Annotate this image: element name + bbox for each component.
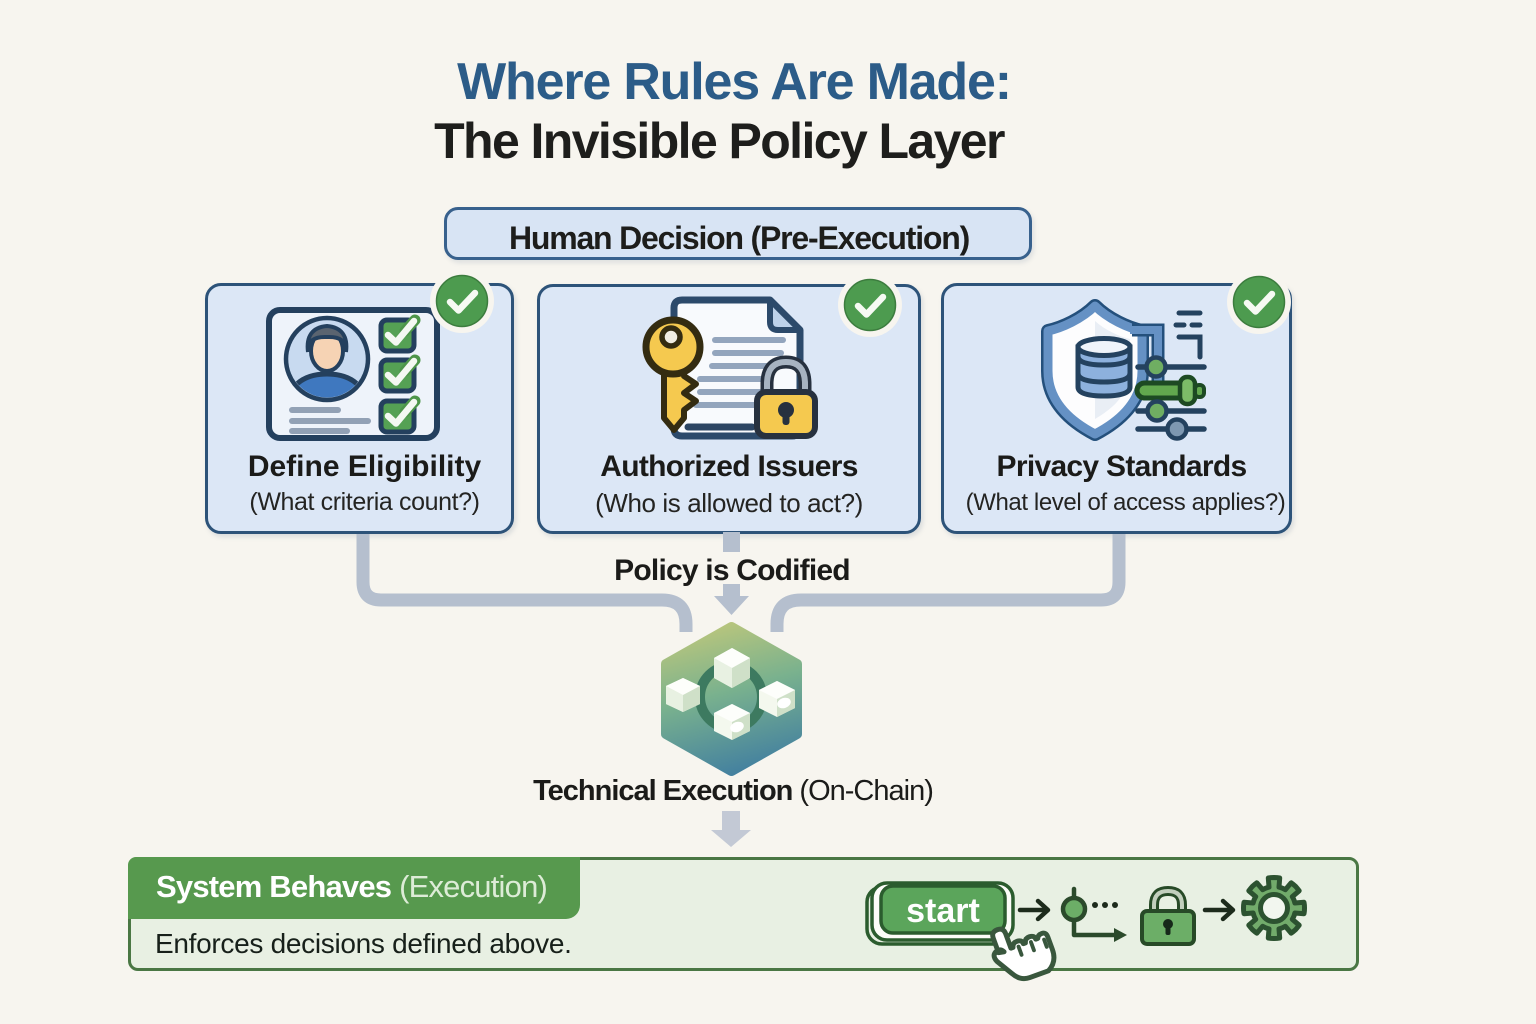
svg-text:start: start (906, 892, 980, 930)
